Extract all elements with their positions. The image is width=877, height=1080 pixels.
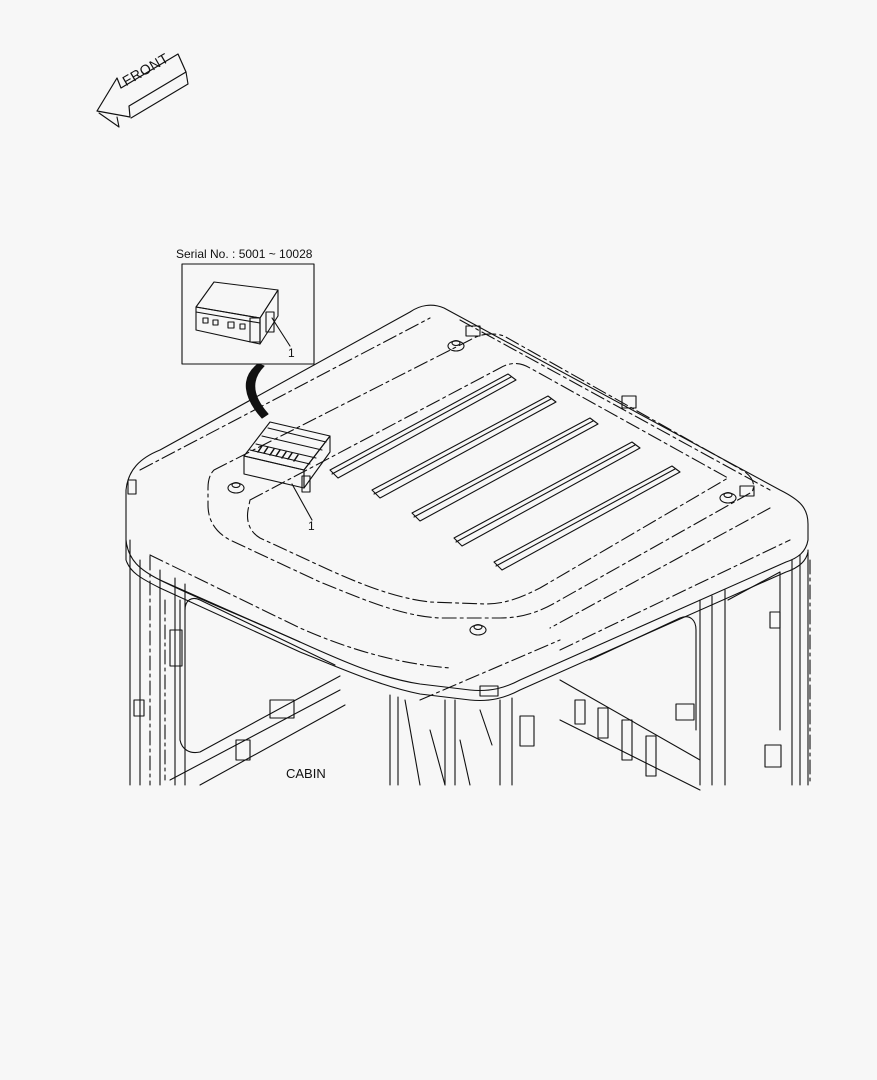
cabin-frame [129,539,809,791]
cabin-label: CABIN [286,766,326,781]
controller-module-icon [243,421,331,521]
inset-module-icon [195,281,291,347]
roof-inner-panel [207,333,755,619]
front-arrow-icon [96,53,189,128]
serial-number-label: Serial No. : 5001 ~ 10028 [176,247,313,261]
inset-frame [181,263,315,365]
roof-outer-edge [125,304,809,692]
roof-slots [329,373,681,571]
inset-callout-number: 1 [288,346,295,360]
part-callout-number: 1 [308,519,315,533]
roof-bosses [127,325,755,697]
